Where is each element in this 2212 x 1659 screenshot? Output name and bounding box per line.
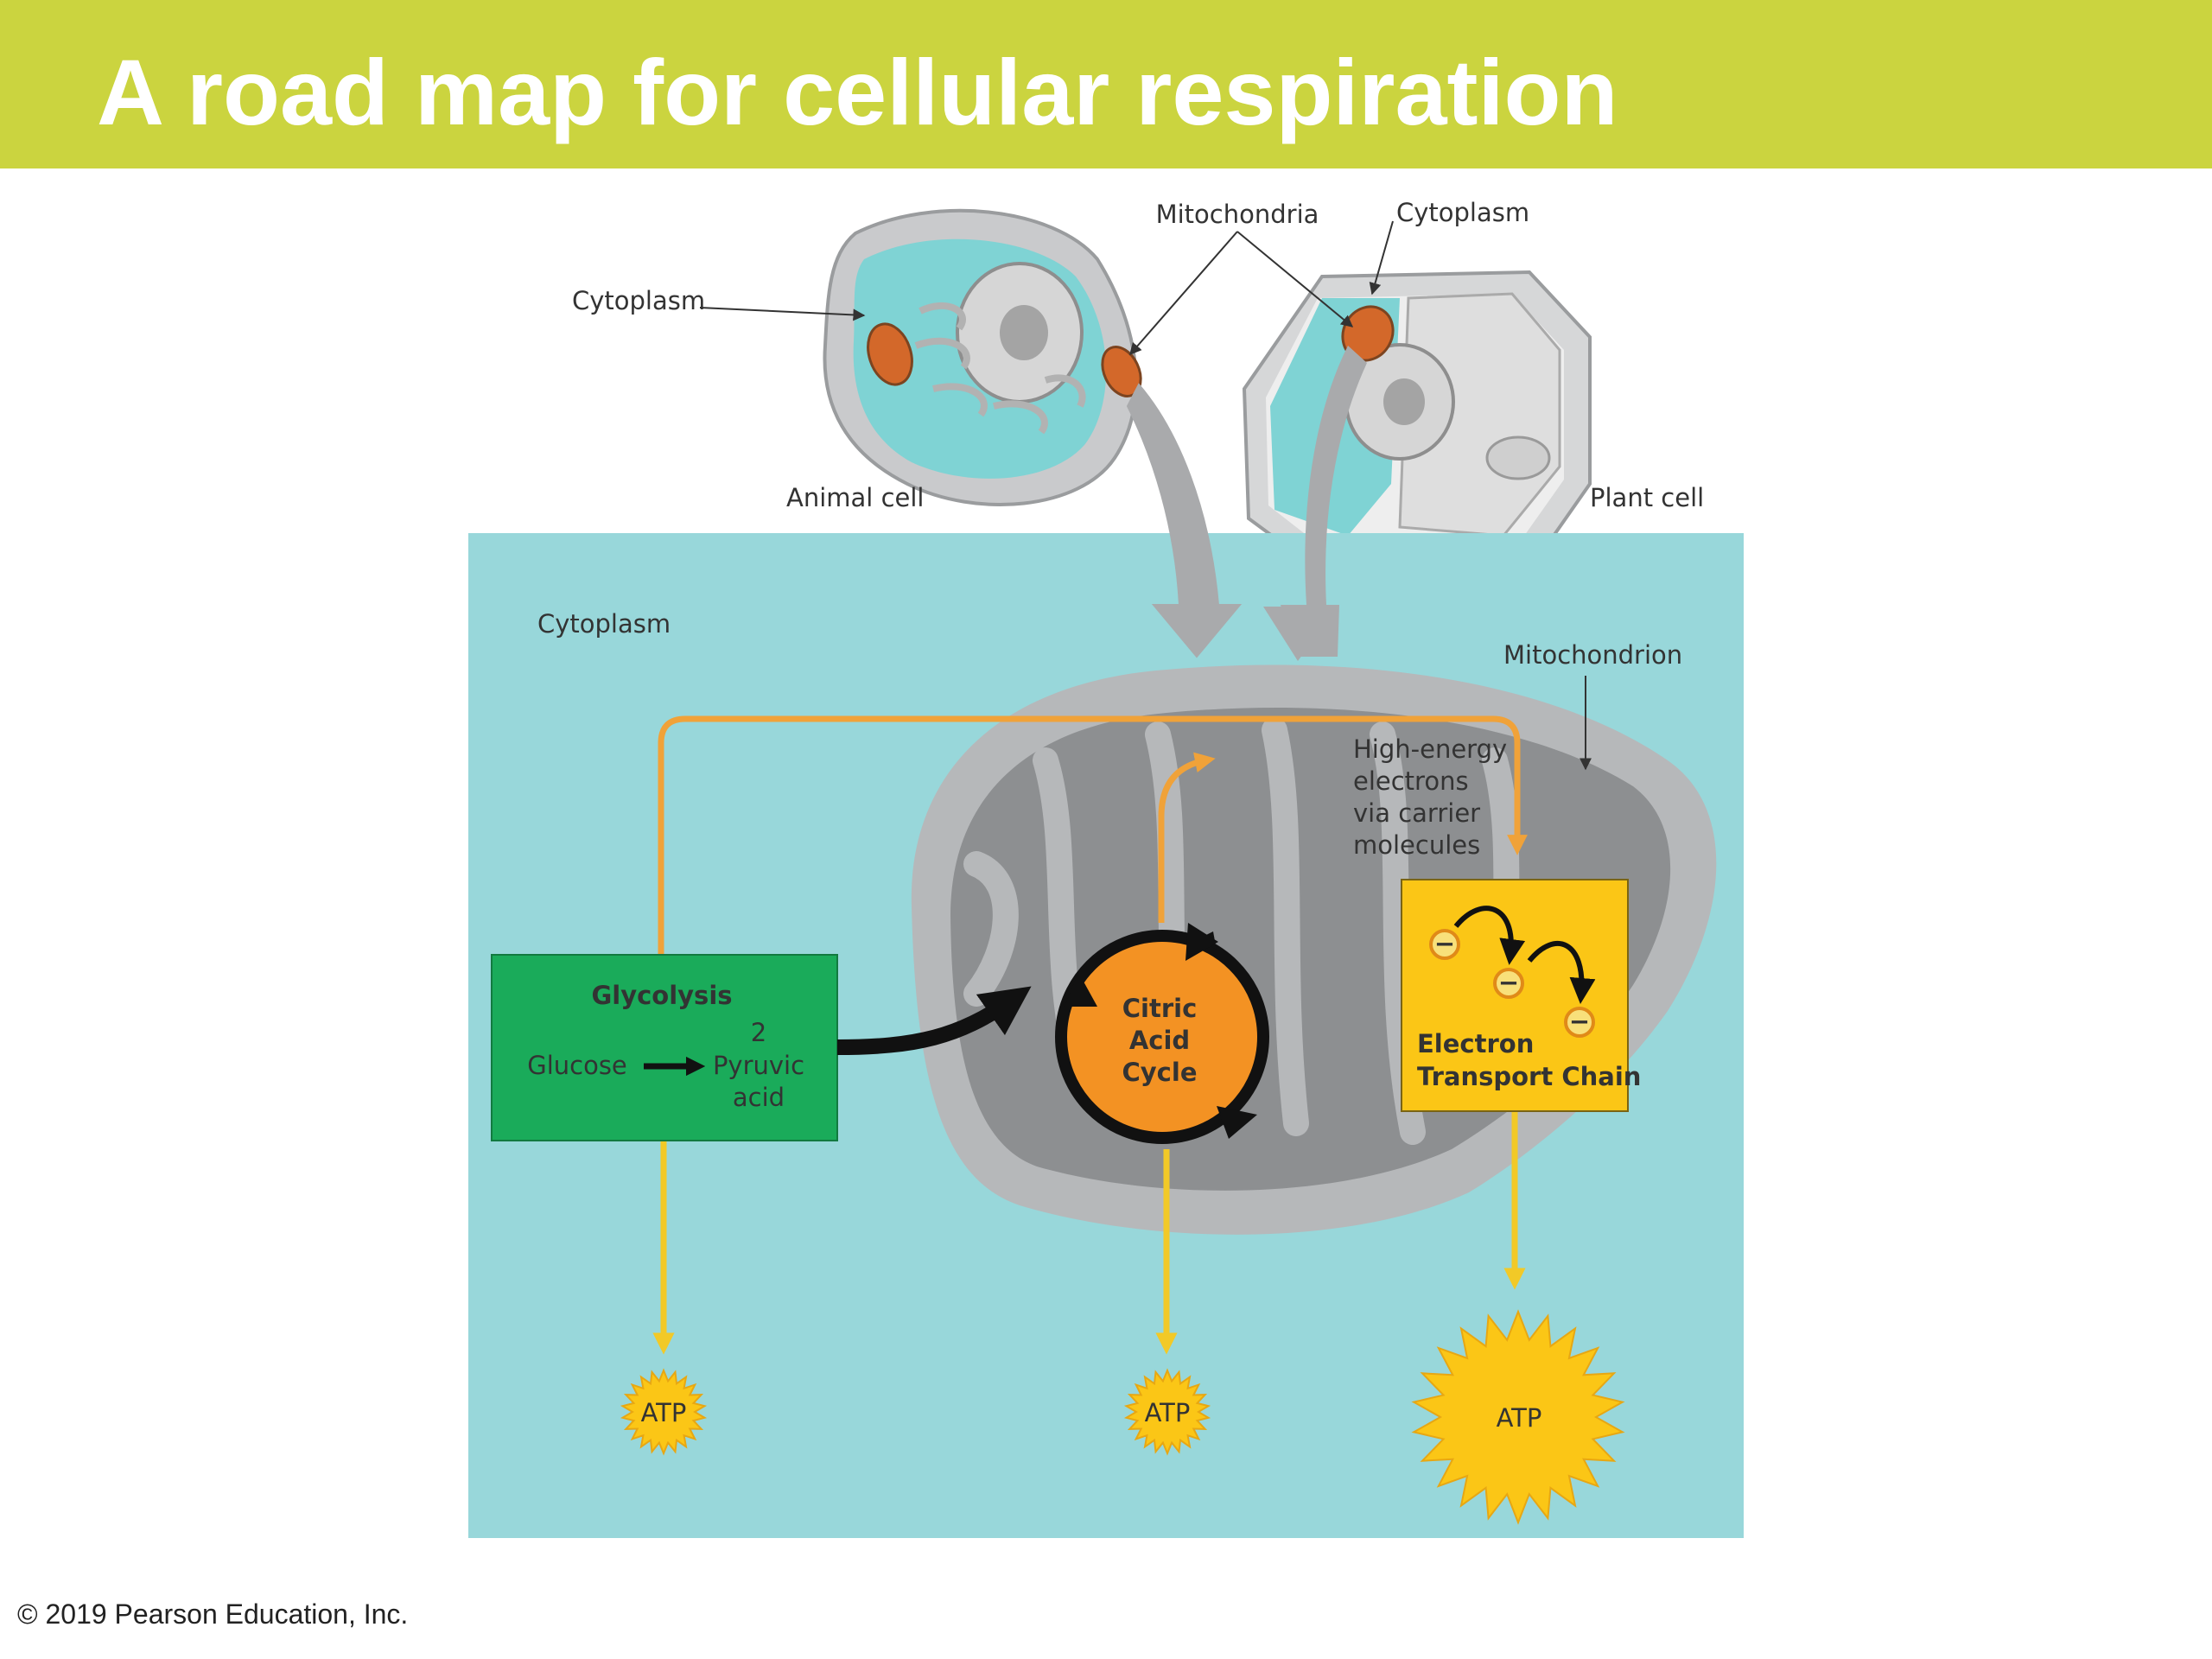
electron-sign-2: − [1498,968,1519,997]
etc-line-2: Transport Chain [1417,1062,1641,1091]
cytoplasm-left-label: Cytoplasm [572,286,705,315]
atp-label-etc: ATP [1497,1403,1542,1433]
animal-cell [823,208,1142,506]
atp-burst-citric [1123,1368,1211,1456]
citric-cycle-carrier-arrow [1158,752,1216,923]
slide-title: A road map for cellular respiration [97,40,1618,144]
electrons-line-3: via carrier [1353,798,1480,828]
electrons-line-2: electrons [1353,766,1469,796]
animal-cell-label: Animal cell [786,483,924,512]
plant-cell-label: Plant cell [1590,483,1704,512]
etc-line-1: Electron [1417,1029,1534,1058]
cytoplasm-right-label: Cytoplasm [1396,198,1529,227]
glycolysis-input: Glucose [527,1051,627,1080]
panel-cytoplasm-label: Cytoplasm [537,609,671,639]
atp-burst-glycolysis [620,1368,708,1456]
citric-line-2: Acid [1129,1026,1190,1055]
citric-acid-cycle [1055,923,1269,1144]
citric-line-1: Citric [1122,994,1198,1023]
citric-line-3: Cycle [1122,1058,1198,1087]
title-bar: A road map for cellular respiration [0,0,2212,168]
electrons-line-1: High-energy [1353,734,1507,764]
electron-carrier-path [658,715,1528,957]
zoom-arrow-plant [1281,346,1367,657]
cytoplasm-right-leader [1369,220,1394,296]
electron-icon-1 [1429,929,1460,960]
pyruvate-to-citric-arrow [836,986,1032,1055]
electron-icon-2 [1493,968,1524,999]
atp-label-citric: ATP [1145,1398,1191,1427]
atp-burst-etc [1411,1309,1625,1525]
atp-label-glycolysis: ATP [641,1398,687,1427]
electron-sign-1: − [1434,929,1455,958]
zoom-arrow-animal [1126,383,1243,658]
glycolysis-output-line-1: Pyruvic [713,1051,804,1080]
cytoplasm-left-leader [699,307,866,321]
mitochondria-leader-plant [1236,231,1354,327]
glycolysis-output-count: 2 [751,1018,766,1047]
mitochondria-leader-animal [1129,231,1238,356]
electrons-line-4: molecules [1353,830,1480,860]
copyright-notice: © 2019 Pearson Education, Inc. [17,1599,409,1630]
plant-cell [1242,270,1592,582]
glycolysis-title: Glycolysis [591,981,732,1010]
mitochondria-label: Mitochondria [1156,200,1319,229]
glycolysis-output-line-2: acid [733,1083,785,1112]
electron-transfer-arrows [1453,906,1596,1004]
mitochondrion-label: Mitochondrion [1503,640,1682,670]
glycolysis-box [491,954,838,1141]
electron-sign-3: − [1569,1007,1590,1036]
electron-icon-3 [1564,1007,1595,1038]
